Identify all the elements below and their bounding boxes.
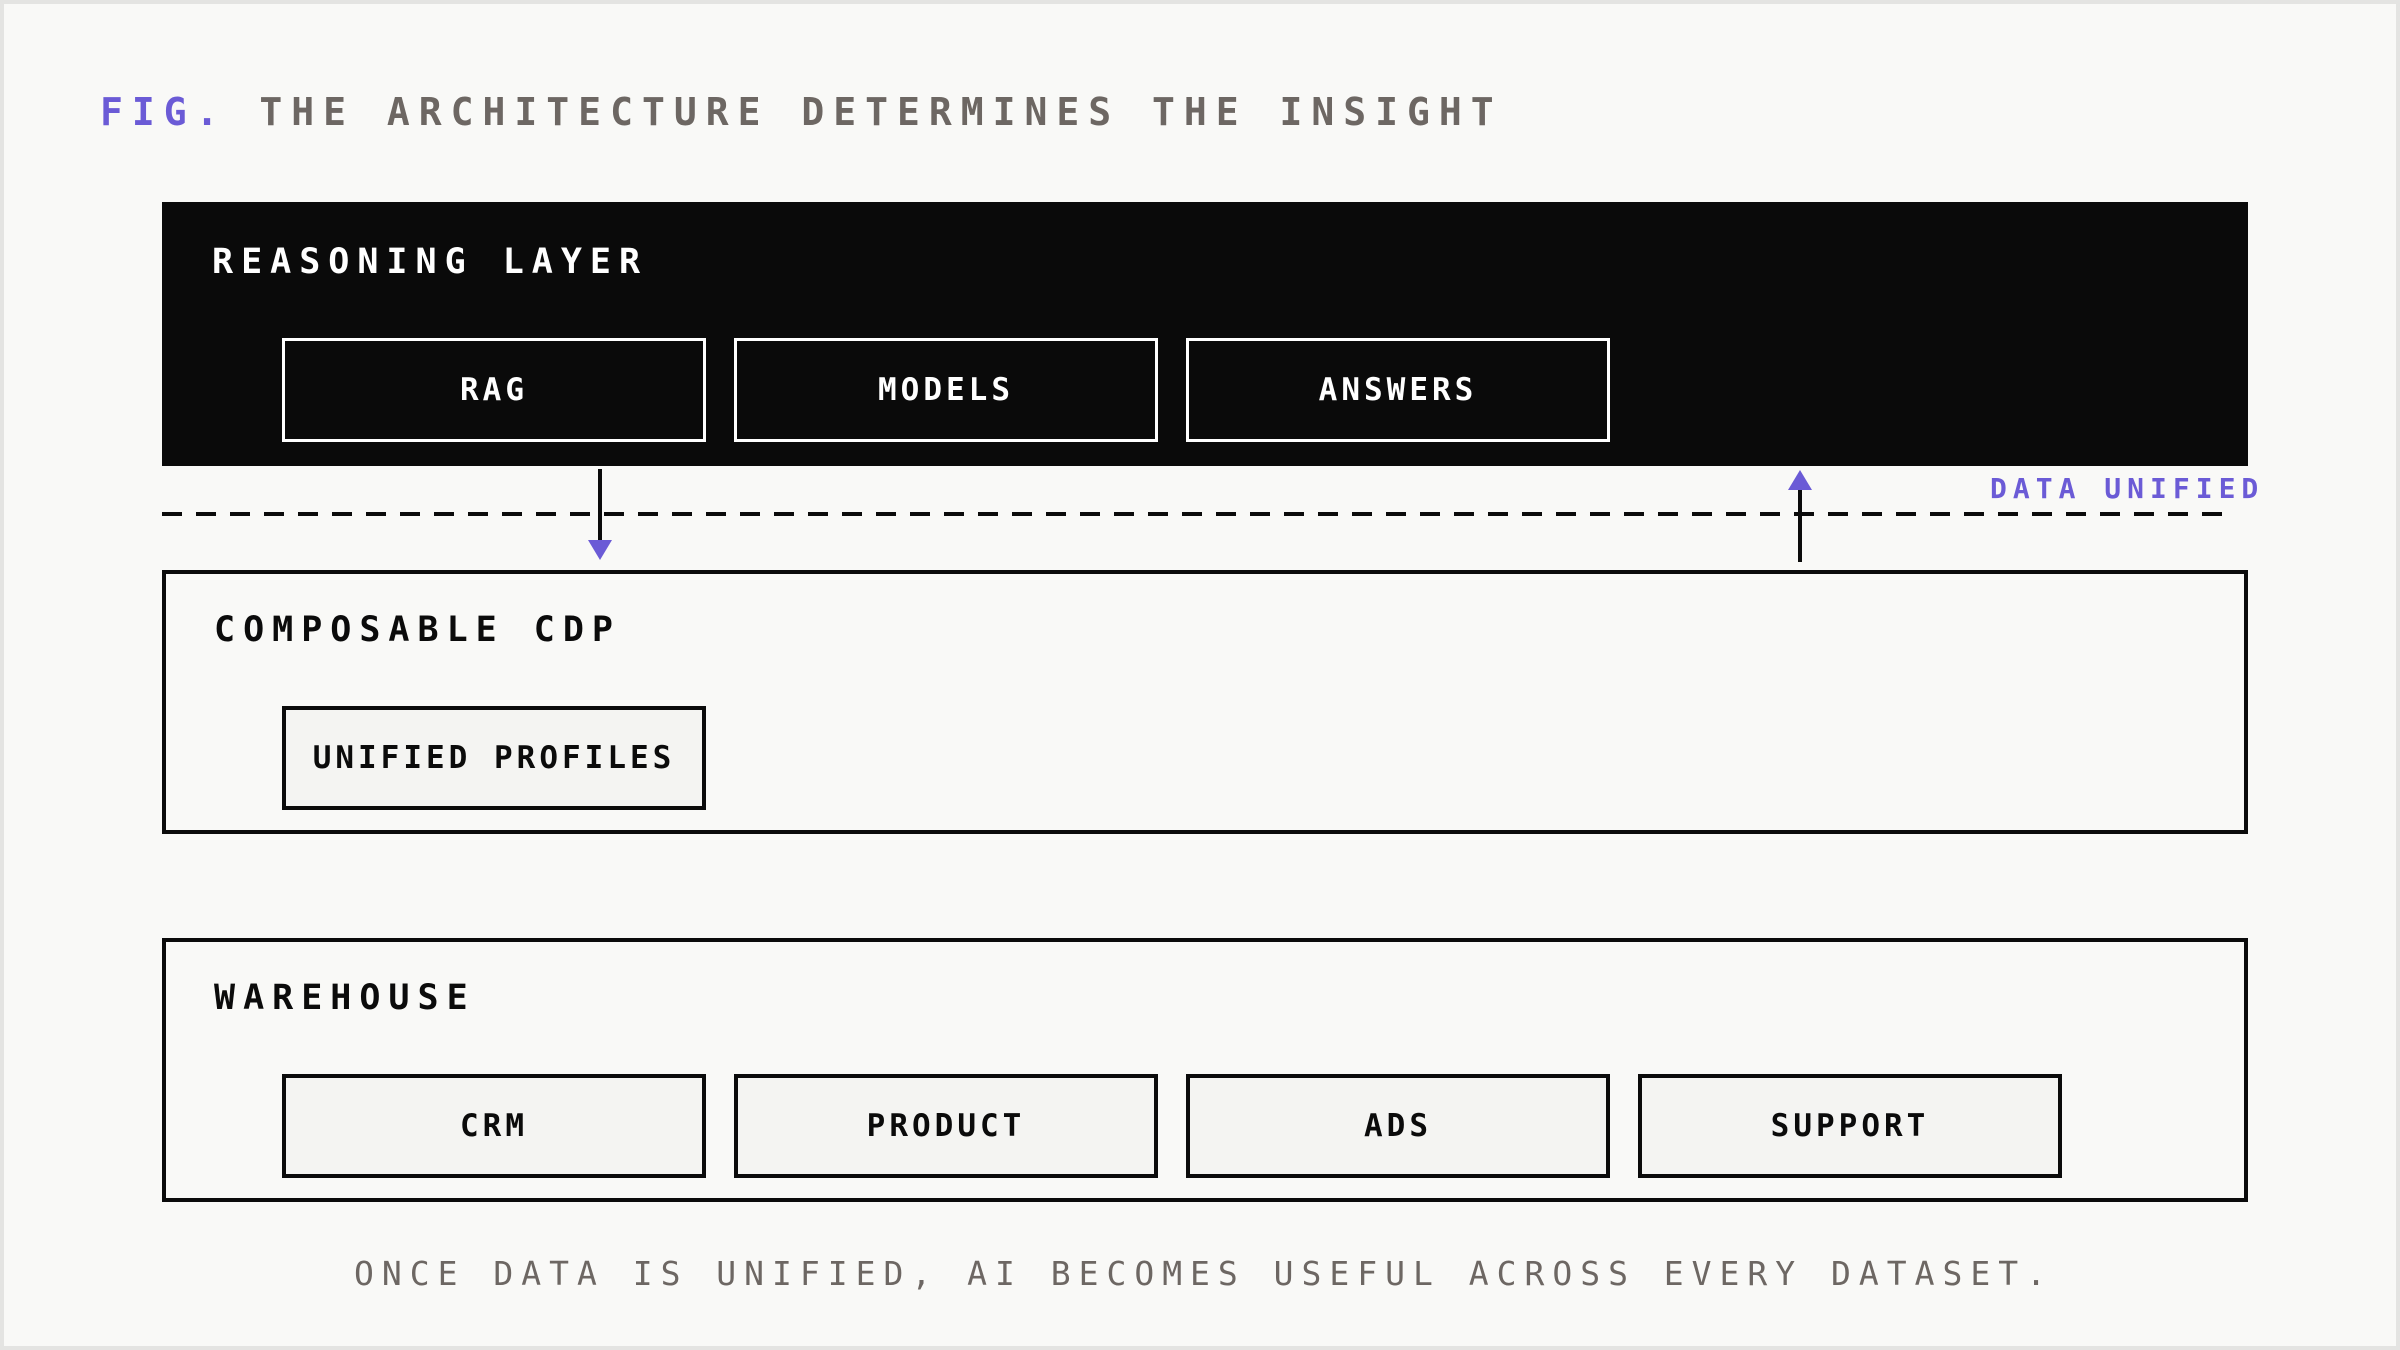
data-unified-label: DATA UNIFIED (1990, 472, 2265, 505)
composable-cdp-layer: COMPOSABLE CDP UNIFIED PROFILES (162, 570, 2248, 834)
reasoning-layer: REASONING LAYER RAG MODELS ANSWERS (162, 202, 2248, 466)
chip-rag: RAG (282, 338, 706, 442)
warehouse-layer-title: WAREHOUSE (214, 978, 476, 1018)
figure-label: FIG. (100, 90, 228, 134)
chip-answers: ANSWERS (1186, 338, 1610, 442)
chip-models: MODELS (734, 338, 1158, 442)
diagram-frame: FIG. THE ARCHITECTURE DETERMINES THE INS… (4, 4, 2396, 1346)
warehouse-layer: WAREHOUSE CRM PRODUCT ADS SUPPORT (162, 938, 2248, 1202)
figure-heading: THE ARCHITECTURE DETERMINES THE INSIGHT (259, 90, 1503, 134)
figure-title: FIG. THE ARCHITECTURE DETERMINES THE INS… (100, 90, 1503, 134)
chip-ads: ADS (1186, 1074, 1610, 1178)
figure-caption: ONCE DATA IS UNIFIED, AI BECOMES USEFUL … (354, 1254, 2054, 1293)
chip-unified-profiles: UNIFIED PROFILES (282, 706, 706, 810)
chip-product: PRODUCT (734, 1074, 1158, 1178)
chip-crm: CRM (282, 1074, 706, 1178)
cdp-layer-title: COMPOSABLE CDP (214, 610, 622, 650)
reasoning-layer-title: REASONING LAYER (212, 242, 649, 282)
up-arrow-head (1788, 470, 1812, 490)
chip-support: SUPPORT (1638, 1074, 2062, 1178)
down-arrow-head (588, 540, 612, 560)
